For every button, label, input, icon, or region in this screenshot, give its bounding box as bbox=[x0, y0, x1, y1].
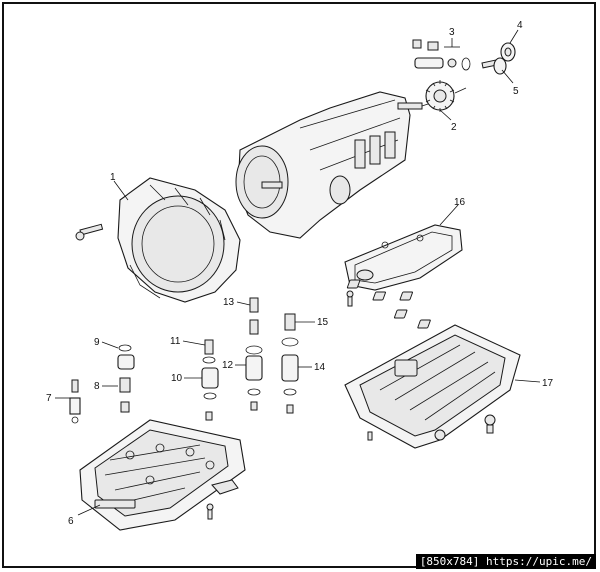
valve-7 bbox=[69, 379, 81, 424]
oil-filter-gasket bbox=[344, 224, 463, 291]
spring-11 bbox=[202, 339, 216, 364]
accumulator-9 bbox=[117, 344, 135, 370]
callout-12: 12 bbox=[222, 360, 234, 371]
spring-8 bbox=[119, 377, 131, 413]
speedometer-gear bbox=[481, 57, 507, 75]
callout-labels: 1 2 3 4 5 6 7 8 9 10 11 12 13 14 15 16 1… bbox=[46, 20, 554, 527]
spring-15 bbox=[284, 313, 296, 331]
valve-body-bracket bbox=[211, 479, 239, 495]
transmission-case bbox=[235, 91, 441, 239]
callout-8: 8 bbox=[94, 381, 100, 392]
callout-4: 4 bbox=[517, 20, 523, 31]
pan-magnets bbox=[346, 279, 431, 329]
callout-7: 7 bbox=[46, 393, 52, 404]
filter-bolt bbox=[346, 290, 354, 307]
converter-housing bbox=[117, 177, 241, 303]
callout-15: 15 bbox=[317, 317, 329, 328]
callout-1: 1 bbox=[110, 172, 116, 183]
leader-lines bbox=[55, 29, 541, 516]
callout-11: 11 bbox=[170, 336, 181, 347]
oil-pan bbox=[344, 324, 521, 449]
valve-body-bolt bbox=[206, 503, 214, 520]
callout-2: 2 bbox=[451, 122, 457, 133]
callout-14: 14 bbox=[314, 362, 326, 373]
speed-sensor-assembly bbox=[412, 39, 471, 71]
callout-13: 13 bbox=[223, 297, 235, 308]
accumulator-10 bbox=[201, 367, 219, 421]
drain-plug bbox=[484, 414, 496, 434]
pan-bolt bbox=[367, 431, 373, 441]
watermark-label: [850x784] https://upic.me/ bbox=[415, 554, 596, 569]
callout-6: 6 bbox=[68, 516, 74, 527]
callout-5: 5 bbox=[513, 86, 519, 97]
callout-3: 3 bbox=[449, 27, 455, 38]
callout-10: 10 bbox=[171, 373, 183, 384]
valve-body bbox=[79, 419, 246, 531]
accumulator-14 bbox=[281, 337, 299, 414]
accumulator-12 bbox=[245, 345, 263, 411]
callout-17: 17 bbox=[542, 378, 554, 389]
callout-9: 9 bbox=[94, 337, 100, 348]
rotor-gear bbox=[425, 80, 467, 112]
driven-gear bbox=[500, 42, 516, 62]
housing-bolt bbox=[75, 223, 104, 241]
callout-16: 16 bbox=[454, 197, 466, 208]
springs-13 bbox=[249, 297, 259, 335]
